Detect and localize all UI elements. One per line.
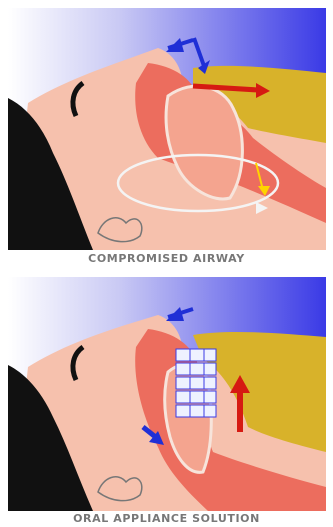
caption-compromised-airway: COMPROMISED AIRWAY xyxy=(0,252,333,265)
compromised-airway-svg xyxy=(8,8,326,250)
caption-oral-appliance-solution: ORAL APPLIANCE SOLUTION xyxy=(0,512,333,525)
oral-appliance-svg xyxy=(8,277,326,511)
compromised-airway-illustration xyxy=(8,8,326,250)
oral-appliance xyxy=(176,349,216,417)
oral-appliance-illustration xyxy=(8,277,326,511)
